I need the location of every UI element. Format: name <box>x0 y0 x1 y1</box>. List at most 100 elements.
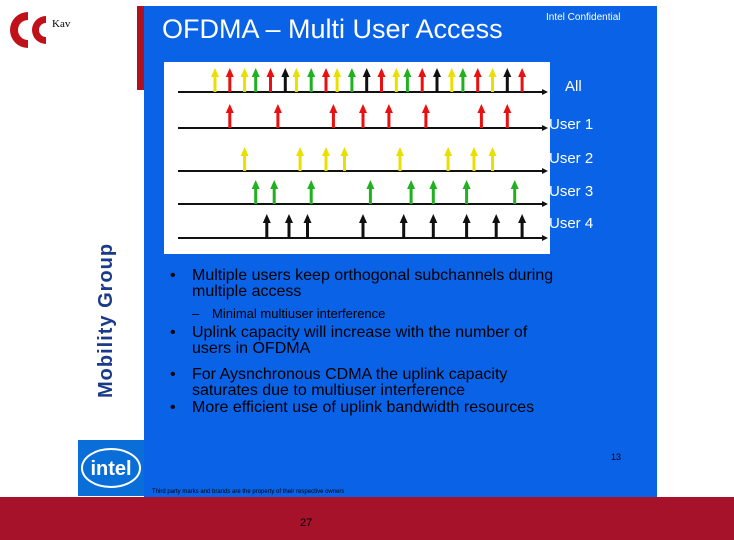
bottom-bar <box>0 497 734 540</box>
subchannel-arrow <box>359 104 367 128</box>
subchannel-arrow <box>251 68 260 92</box>
subchannel-arrow <box>329 104 338 128</box>
row-axis-arrowhead <box>542 168 548 174</box>
subchannel-arrow <box>492 214 501 238</box>
subchannel-arrow <box>396 147 404 171</box>
subchannel-arrow <box>340 147 349 171</box>
subchannel-arrow <box>518 68 527 92</box>
subchannel-arrow <box>292 68 301 92</box>
subchannel-arrow <box>281 68 290 92</box>
subchannel-arrow <box>359 214 367 238</box>
bullet-marker: – <box>192 306 200 321</box>
bullet-marker: • <box>170 366 176 383</box>
subchannel-arrow <box>307 180 316 204</box>
subchannel-arrow <box>447 68 456 92</box>
row-label: User 4 <box>549 215 594 232</box>
subchannel-arrow <box>473 68 482 92</box>
ofdma-diagram <box>164 62 550 254</box>
bullet-marker: • <box>170 399 176 416</box>
subchannel-arrow <box>477 104 486 128</box>
subchannel-arrow <box>285 214 293 238</box>
subchannel-arrow <box>403 68 412 92</box>
bullet-text-line: For Aysnchronous CDMA the uplink capacit… <box>192 366 508 383</box>
subchannel-arrow <box>399 214 408 238</box>
row-label: User 2 <box>549 150 594 167</box>
sub-bullet-item: –Minimal multiuser interference <box>192 307 385 321</box>
subchannel-arrow <box>366 180 375 204</box>
subchannel-arrow <box>429 214 438 238</box>
kav-logo-icon <box>10 12 46 48</box>
subchannel-arrow <box>503 104 512 128</box>
row-label: All <box>565 78 582 95</box>
bullet-text-line: Uplink capacity will increase with the n… <box>192 324 528 341</box>
bullet-marker: • <box>170 324 176 341</box>
bullet-marker: • <box>170 267 176 284</box>
slide-number: 13 <box>611 452 622 462</box>
subchannel-arrow <box>303 214 312 238</box>
subchannel-arrow <box>322 68 330 92</box>
intel-logo: intel <box>78 440 144 496</box>
row-axis-arrowhead <box>542 235 548 241</box>
subchannel-arrow <box>458 68 467 92</box>
subchannel-arrow <box>296 147 305 171</box>
subchannel-arrow <box>462 214 471 238</box>
subchannel-arrow <box>362 68 371 92</box>
bullet-item: • More efficient use of uplink bandwidth … <box>170 400 534 416</box>
subchannel-arrow <box>429 180 438 204</box>
kav-logo: Kav <box>8 10 78 50</box>
subchannel-arrow <box>240 68 249 92</box>
row-axis-arrowhead <box>542 125 548 131</box>
logo-wordmark: Kav <box>52 18 71 30</box>
trademark-footnote: Third party marks and brands are the pro… <box>152 489 345 495</box>
subchannel-arrow <box>270 180 279 204</box>
row-label: User 3 <box>549 183 594 200</box>
subchannel-arrow <box>418 68 427 92</box>
ofdma-diagram-svg <box>178 68 548 241</box>
subchannel-arrow <box>347 68 356 92</box>
subchannel-arrow <box>488 147 497 171</box>
bullet-text-line: Multiple users keep orthogonal subchanne… <box>192 267 554 284</box>
bullet-text-line: Minimal multiuser interference <box>212 306 386 321</box>
bullet-text-line: More efficient use of uplink bandwidth r… <box>192 399 535 416</box>
subchannel-arrow <box>211 68 219 92</box>
slide-title: OFDMA – Multi User Access <box>162 14 503 44</box>
subchannel-arrow <box>444 147 453 171</box>
bullet-item: • For Aysnchronous CDMA the uplink capaci… <box>170 367 507 399</box>
subchannel-arrow <box>262 214 271 238</box>
sidebar-strip <box>78 6 144 436</box>
subchannel-arrow <box>377 68 386 92</box>
row-label: User 1 <box>549 116 594 133</box>
subchannel-arrow <box>470 147 478 171</box>
subchannel-arrow <box>488 68 497 92</box>
row-axis-arrowhead <box>542 201 548 207</box>
subchannel-arrow <box>510 180 519 204</box>
subchannel-arrow <box>503 68 512 92</box>
subchannel-arrow <box>322 147 330 171</box>
subchannel-arrow <box>225 104 234 128</box>
subchannel-arrow <box>333 68 342 92</box>
confidential-label: Intel Confidential <box>546 12 621 23</box>
row-axis-arrowhead <box>542 89 548 95</box>
subchannel-arrow <box>225 68 234 92</box>
subchannel-arrow <box>273 104 282 128</box>
subchannel-arrow <box>518 214 527 238</box>
bullet-text-line: multiple access <box>192 283 302 300</box>
subchannel-arrow <box>462 180 471 204</box>
bullet-text-line: users in OFDMA <box>192 340 311 357</box>
intel-wordmark: intel <box>90 458 131 480</box>
subchannel-arrow <box>240 147 249 171</box>
subchannel-arrow <box>266 68 275 92</box>
bullet-text-line: saturates due to multiuser interference <box>192 382 466 399</box>
mobility-group-label: Mobility Group <box>95 242 117 398</box>
subchannel-arrow <box>407 180 416 204</box>
subchannel-arrow <box>307 68 316 92</box>
page-number: 27 <box>300 517 313 529</box>
bullet-item: • Uplink capacity will increase with the … <box>170 325 527 357</box>
subchannel-arrow <box>421 104 430 128</box>
bullet-item: • Multiple users keep orthogonal subchann… <box>170 268 553 300</box>
subchannel-arrow <box>392 68 401 92</box>
subchannel-arrow <box>384 104 393 128</box>
subchannel-arrow <box>251 180 260 204</box>
intel-logo-icon: intel <box>81 448 141 488</box>
subchannel-arrow <box>433 68 441 92</box>
